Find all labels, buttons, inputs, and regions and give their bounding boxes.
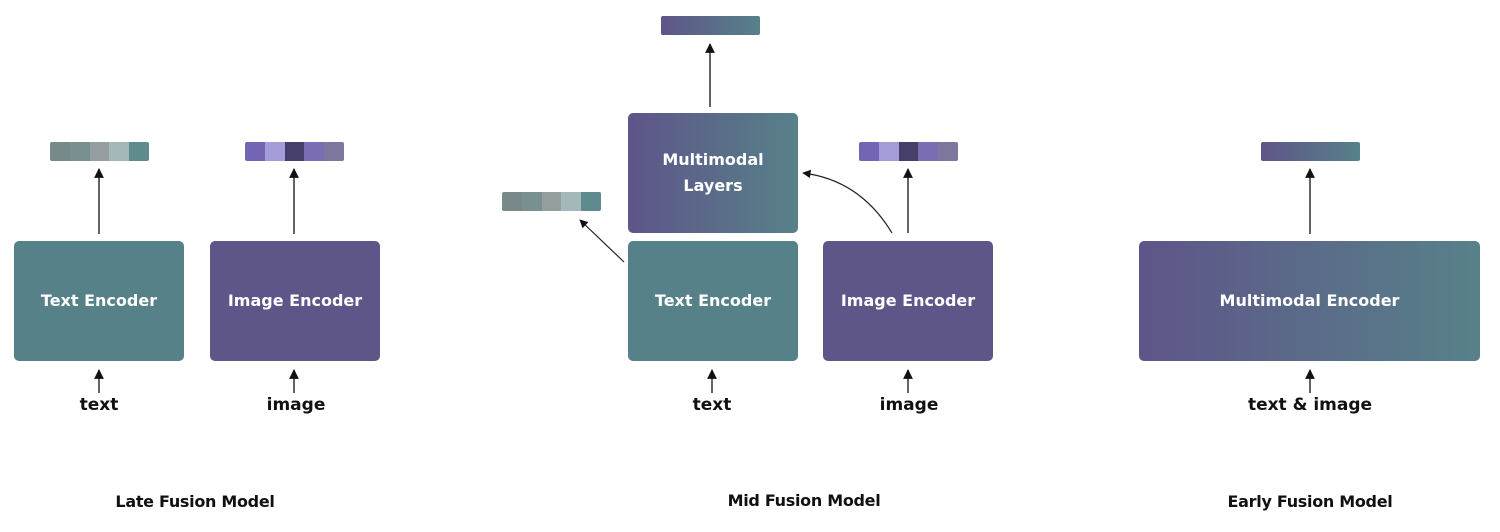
mid-text-embedding-arrow — [579, 219, 625, 263]
multimodal-layers-label-line2: Layers — [683, 176, 743, 195]
early-fused-embedding — [1261, 142, 1360, 161]
embedding-cell — [581, 192, 601, 211]
embedding-cell — [304, 142, 325, 161]
mid-image-input-label: image — [879, 395, 939, 415]
embedding-cell — [938, 142, 958, 161]
late-text-encoder: Text Encoder — [14, 241, 184, 361]
embedding-cell — [541, 192, 562, 211]
late-image-input-label: image — [266, 395, 326, 415]
image-encoder-label: Image Encoder — [840, 291, 976, 310]
late-image-encoder: Image Encoder — [210, 241, 380, 361]
mid-multimodal-layers: Multimodal Layers — [628, 113, 798, 233]
embedding-cell — [898, 142, 919, 161]
embedding-cell — [50, 142, 70, 161]
embedding-cell — [264, 142, 285, 161]
embedding-cell — [109, 142, 130, 161]
embedding-cell — [561, 192, 582, 211]
mid-image-to-layers-arrow — [802, 169, 893, 234]
mid-image-embedding — [859, 142, 958, 161]
early-fusion-caption: Early Fusion Model — [1227, 492, 1393, 511]
mid-text-embedding — [502, 192, 601, 211]
late-fusion-caption: Late Fusion Model — [115, 492, 275, 511]
embedding-cell — [324, 142, 344, 161]
text-encoder-label: Text Encoder — [654, 291, 772, 310]
multimodal-encoder-label: Multimodal Encoder — [1219, 291, 1400, 310]
embedding-cell — [859, 142, 879, 161]
early-multimodal-encoder: Multimodal Encoder — [1139, 241, 1480, 361]
embedding-cell — [245, 142, 265, 161]
mid-fusion-caption: Mid Fusion Model — [727, 491, 881, 510]
text-encoder-label: Text Encoder — [40, 291, 158, 310]
mid-fused-embedding — [661, 16, 760, 35]
embedding-cell — [521, 192, 542, 211]
embedding-cell — [89, 142, 110, 161]
embedding-cell — [502, 192, 522, 211]
mid-text-encoder: Text Encoder — [628, 241, 798, 361]
multimodal-layers-label-line1: Multimodal — [662, 150, 764, 169]
embedding-cell — [878, 142, 899, 161]
late-text-embedding — [50, 142, 149, 161]
mid-text-input-label: text — [692, 395, 732, 415]
mid-image-encoder: Image Encoder — [823, 241, 993, 361]
image-encoder-label: Image Encoder — [227, 291, 363, 310]
embedding-cell — [129, 142, 149, 161]
embedding-cell — [69, 142, 90, 161]
early-input-label: text & image — [1247, 395, 1373, 415]
late-text-input-label: text — [79, 395, 119, 415]
embedding-cell — [284, 142, 305, 161]
embedding-cell — [918, 142, 939, 161]
late-image-embedding — [245, 142, 344, 161]
